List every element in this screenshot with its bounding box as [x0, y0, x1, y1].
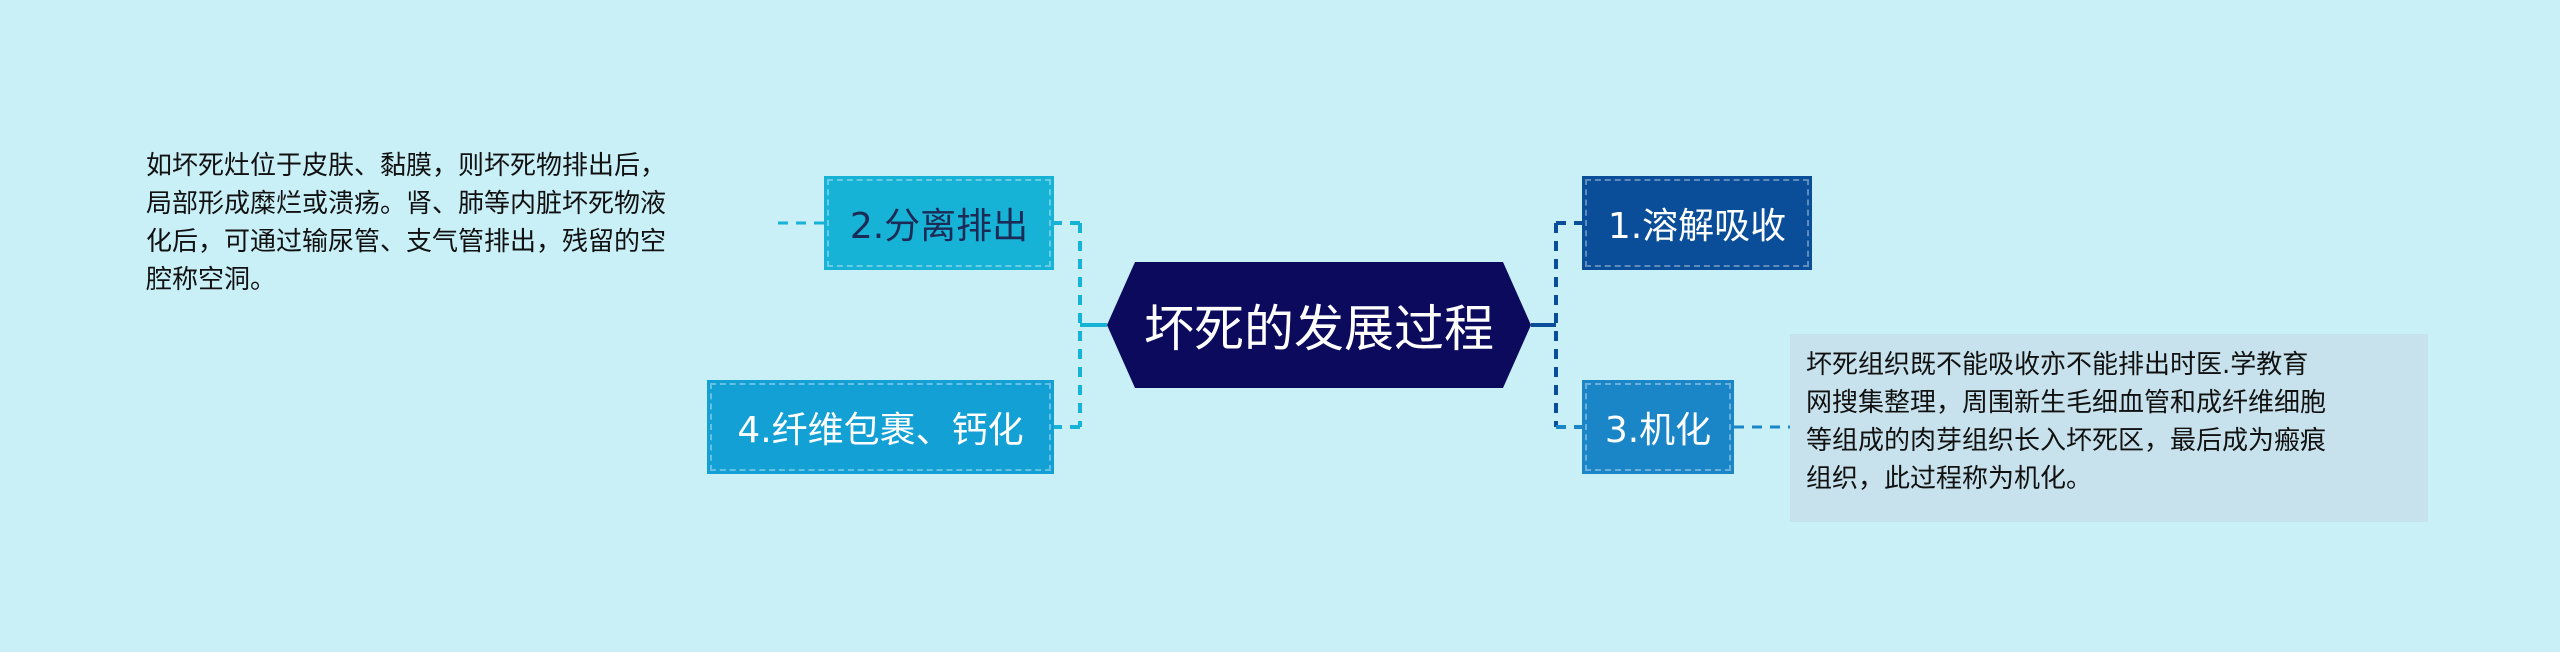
- branch-label: 1.溶解吸收: [1607, 206, 1787, 247]
- note-organization: 坏死组织既不能吸收亦不能排出时医.学教育 网搜集整理，周围新生毛细血管和成纤维细…: [1790, 334, 2428, 522]
- branch-fibrous-encapsulation-calcification[interactable]: 4.纤维包裹、钙化: [707, 380, 1054, 474]
- branch-organization[interactable]: 3.机化: [1582, 380, 1734, 474]
- branch-label: 3.机化: [1604, 410, 1712, 451]
- branch-separation-discharge[interactable]: 2.分离排出: [824, 176, 1054, 270]
- branch-label: 4.纤维包裹、钙化: [737, 410, 1024, 451]
- note-separation-discharge: 如坏死灶位于皮肤、黏膜，则坏死物排出后， 局部形成糜烂或溃疡。肾、肺等内脏坏死物…: [146, 151, 667, 295]
- central-topic[interactable]: 坏死的发展过程: [1107, 262, 1531, 388]
- branch-dissolution-absorption[interactable]: 1.溶解吸收: [1582, 176, 1812, 270]
- branch-label: 2.分离排出: [849, 206, 1029, 247]
- central-topic-label: 坏死的发展过程: [1144, 300, 1494, 358]
